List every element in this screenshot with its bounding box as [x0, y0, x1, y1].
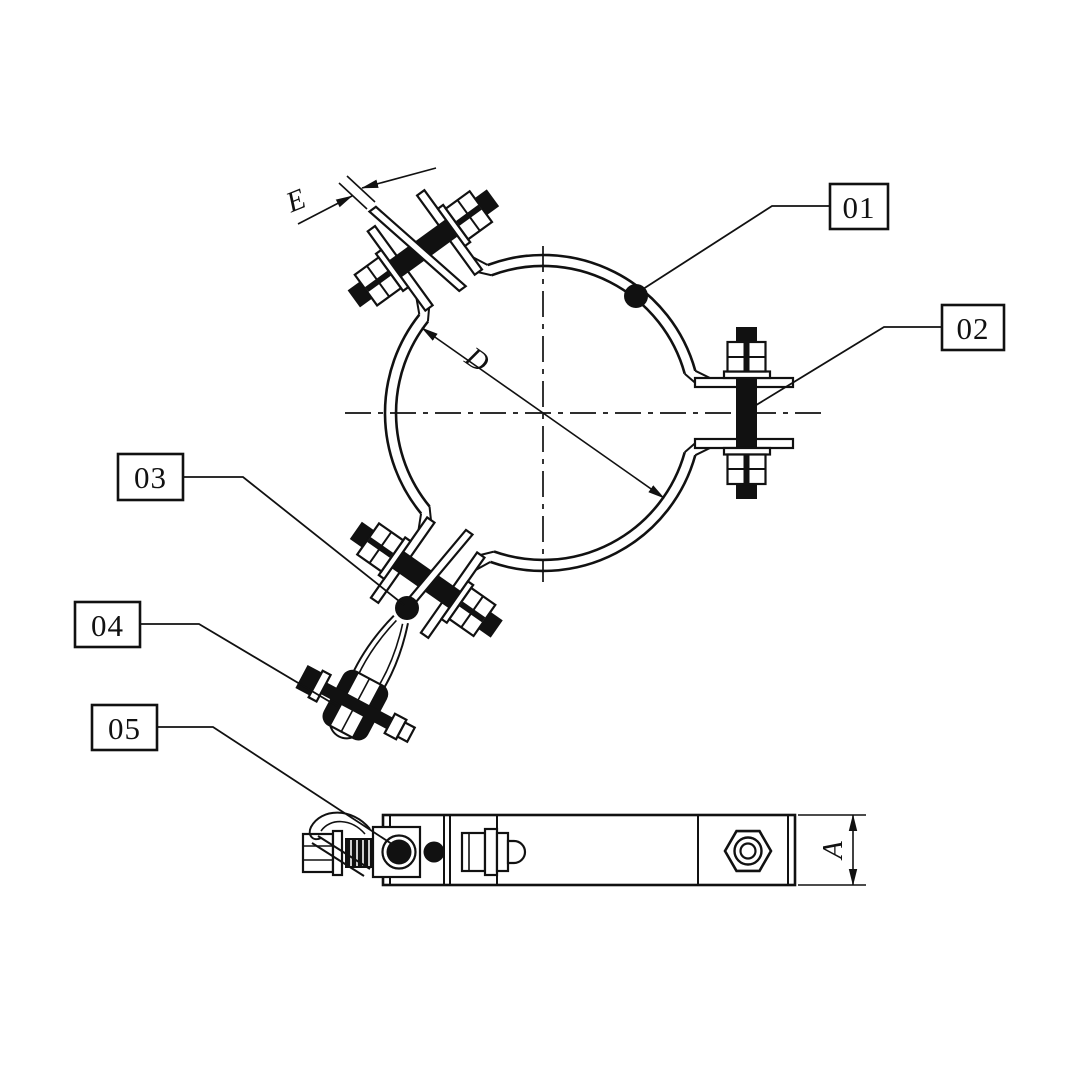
clamp-band — [383, 253, 697, 573]
callout-05: 05 — [90, 703, 159, 752]
bolt-joint-right — [683, 325, 795, 501]
callout-01-label: 01 — [843, 190, 876, 225]
leader-04 — [140, 623, 338, 707]
side-view: A — [301, 811, 866, 887]
callout-boxes: 01 02 03 04 05 — [73, 182, 1006, 752]
hook — [308, 811, 371, 841]
leader-lines — [140, 205, 942, 849]
leader-01 — [639, 205, 830, 292]
leader-05 — [157, 726, 399, 849]
hex-nut-front-view — [723, 829, 773, 873]
callout-05-label: 05 — [108, 711, 141, 746]
band-bolt-side-view — [460, 827, 527, 877]
dimension-label-a: A — [817, 841, 849, 861]
dimension-label-d: D — [458, 340, 494, 379]
roller-bolt-head — [295, 665, 322, 696]
thickness-dimension: E — [281, 167, 437, 225]
bolt-joint-bottom-left — [328, 478, 534, 669]
callout-02: 02 — [940, 303, 1006, 352]
leader-02 — [752, 326, 942, 408]
roller-bolt — [311, 677, 394, 730]
callout-04: 04 — [73, 600, 142, 649]
callout-03-label: 03 — [134, 460, 167, 495]
callout-04-label: 04 — [91, 608, 124, 643]
joint-tongue-plate — [367, 205, 468, 293]
dimension-label-e: E — [281, 183, 311, 220]
leader-03 — [183, 476, 405, 606]
bolt-joint-top-left — [325, 159, 531, 351]
height-dimension: A — [798, 814, 866, 886]
clevis-strap — [328, 615, 409, 740]
callout-03: 03 — [116, 452, 185, 502]
callout-01: 01 — [828, 182, 890, 231]
roller-clevis-assembly — [295, 615, 417, 744]
callout-02-label: 02 — [957, 311, 990, 346]
